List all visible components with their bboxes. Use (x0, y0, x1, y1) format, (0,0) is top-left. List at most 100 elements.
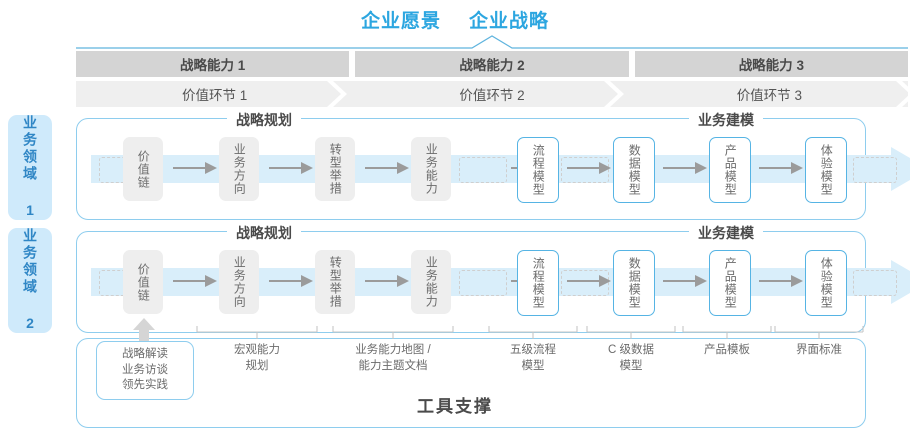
node-business-capability[interactable]: 业务能力 (411, 137, 451, 201)
node-label: 流程模型 (531, 144, 546, 196)
annotation-line: C 级数据 (608, 344, 654, 356)
node-label: 转型举措 (328, 143, 343, 195)
node-label: 业务方向 (232, 256, 247, 308)
node-value-chain-2[interactable]: 价值链 (123, 250, 163, 314)
enterprise-vision-title: 企业愿景 (360, 10, 441, 32)
arrow-icon (173, 161, 217, 175)
value-chain-bar: 价值环节 1 价值环节 2 价值环节 3 (76, 81, 910, 107)
annotation-line: 产品模板 (704, 344, 750, 356)
section-title-business-modeling: 业务建模 (689, 110, 763, 130)
arrow-icon (759, 161, 803, 175)
capability-cell-3: 战略能力 3 (634, 51, 908, 77)
enterprise-strategy-title: 企业战略 (469, 10, 550, 32)
annotation-line: 模型 (521, 359, 545, 372)
section-rule-left-b (91, 231, 221, 232)
annotation-macro-capability-planning: 宏观能力 规划 (197, 343, 317, 374)
node-label: 数据模型 (627, 257, 642, 309)
section-title-strategy-planning-2: 战略规划 (227, 223, 301, 243)
section-rule-right-b (777, 231, 851, 232)
annotation-line: 领先实践 (122, 379, 168, 392)
bracket-4 (586, 326, 676, 345)
dashed-segment (853, 270, 897, 296)
node-business-direction-2[interactable]: 业务方向 (219, 250, 259, 314)
arrow-icon (567, 274, 611, 288)
node-data-model[interactable]: 数据模型 (613, 137, 655, 203)
node-label: 数据模型 (627, 144, 642, 196)
node-experience-model-2[interactable]: 体验模型 (805, 250, 847, 316)
node-label: 业务能力 (424, 143, 439, 195)
annotation-line: 业务能力地图 / (355, 344, 431, 356)
node-product-model-2[interactable]: 产品模型 (709, 250, 751, 316)
node-data-model-2[interactable]: 数据模型 (613, 250, 655, 316)
arrow-icon (269, 161, 313, 175)
value-chain-cell-2: 价值环节 2 (459, 88, 525, 103)
node-label: 流程模型 (531, 257, 546, 309)
bracket-2 (332, 326, 454, 345)
arrow-icon (365, 161, 409, 175)
arrow-icon (173, 274, 217, 288)
node-business-direction[interactable]: 业务方向 (219, 137, 259, 201)
arrow-icon (663, 274, 707, 288)
section-title-strategy-planning: 战略规划 (227, 110, 301, 130)
dashed-segment (459, 157, 507, 183)
annotation-line: 五级流程 (510, 344, 556, 356)
annotation-line: 战略解读 (122, 348, 168, 360)
section-rule-mid-a (307, 118, 607, 119)
capability-cell-2: 战略能力 2 (355, 51, 629, 77)
section-rule-left-a (91, 118, 221, 119)
arrow-icon (759, 274, 803, 288)
node-label: 产品模型 (723, 257, 738, 309)
up-arrow-icon (131, 318, 157, 349)
sidebar-item-business-domain-2[interactable]: 业务领域 2 (8, 227, 52, 334)
value-chain-cell-3: 价值环节 3 (736, 88, 802, 103)
annotation-line: 界面标准 (796, 344, 842, 356)
tool-support-container (76, 338, 866, 428)
sidebar-item-label: 业务领域 1 (22, 114, 38, 221)
section-title-business-modeling-2: 业务建模 (689, 223, 763, 243)
node-transformation-measures-2[interactable]: 转型举措 (315, 250, 355, 314)
arrow-icon (269, 274, 313, 288)
arrow-icon (365, 274, 409, 288)
annotation-capability-map: 业务能力地图 / 能力主题文档 (333, 343, 453, 374)
annotation-c-level-data-model: C 级数据 模型 (587, 343, 675, 374)
annotation-five-level-process-model: 五级流程 模型 (489, 343, 577, 374)
node-label: 产品模型 (723, 144, 738, 196)
node-experience-model[interactable]: 体验模型 (805, 137, 847, 203)
node-label: 体验模型 (819, 144, 834, 196)
section-rule-right-a (777, 118, 851, 119)
bracket-3 (488, 326, 578, 345)
vision-title-row: 企业愿景 企业战略 (0, 6, 910, 32)
node-process-model[interactable]: 流程模型 (517, 137, 559, 203)
node-label: 价值链 (136, 262, 151, 302)
node-label: 业务能力 (424, 256, 439, 308)
annotation-product-template: 产品模板 (683, 343, 771, 359)
tool-support-title: 工具支撑 (417, 397, 493, 416)
value-chain-cell-1: 价值环节 1 (182, 88, 248, 103)
node-label: 体验模型 (819, 257, 834, 309)
annotation-line: 能力主题文档 (358, 359, 428, 372)
annotation-box-strategy-interpretation: 战略解读 业务访谈 领先实践 (96, 341, 194, 400)
annotation-line: 业务访谈 (122, 363, 168, 376)
tent-connector (76, 34, 908, 52)
node-process-model-2[interactable]: 流程模型 (517, 250, 559, 316)
sidebar-item-business-domain-1[interactable]: 业务领域 1 (8, 114, 52, 221)
node-business-capability-2[interactable]: 业务能力 (411, 250, 451, 314)
domain-row-2: 战略规划 业务建模 价值链 业务方向 转型举措 业务能力 流程模型 数据模型 产… (76, 223, 910, 333)
bracket-1 (196, 326, 318, 345)
capability-bar: 战略能力 1 战略能力 2 战略能力 3 (76, 51, 908, 77)
section-rule-mid-b (307, 231, 607, 232)
node-transformation-measures[interactable]: 转型举措 (315, 137, 355, 201)
node-label: 价值链 (136, 149, 151, 189)
bracket-6 (774, 326, 864, 345)
capability-cell-1: 战略能力 1 (76, 51, 350, 77)
annotation-interface-standard: 界面标准 (775, 343, 863, 359)
annotation-line: 宏观能力 (234, 344, 280, 356)
node-label: 业务方向 (232, 143, 247, 195)
node-product-model[interactable]: 产品模型 (709, 137, 751, 203)
annotation-line: 模型 (619, 359, 643, 372)
sidebar-item-label: 业务领域 2 (22, 227, 38, 334)
arrow-icon (567, 161, 611, 175)
node-value-chain[interactable]: 价值链 (123, 137, 163, 201)
annotation-line: 规划 (245, 359, 269, 372)
